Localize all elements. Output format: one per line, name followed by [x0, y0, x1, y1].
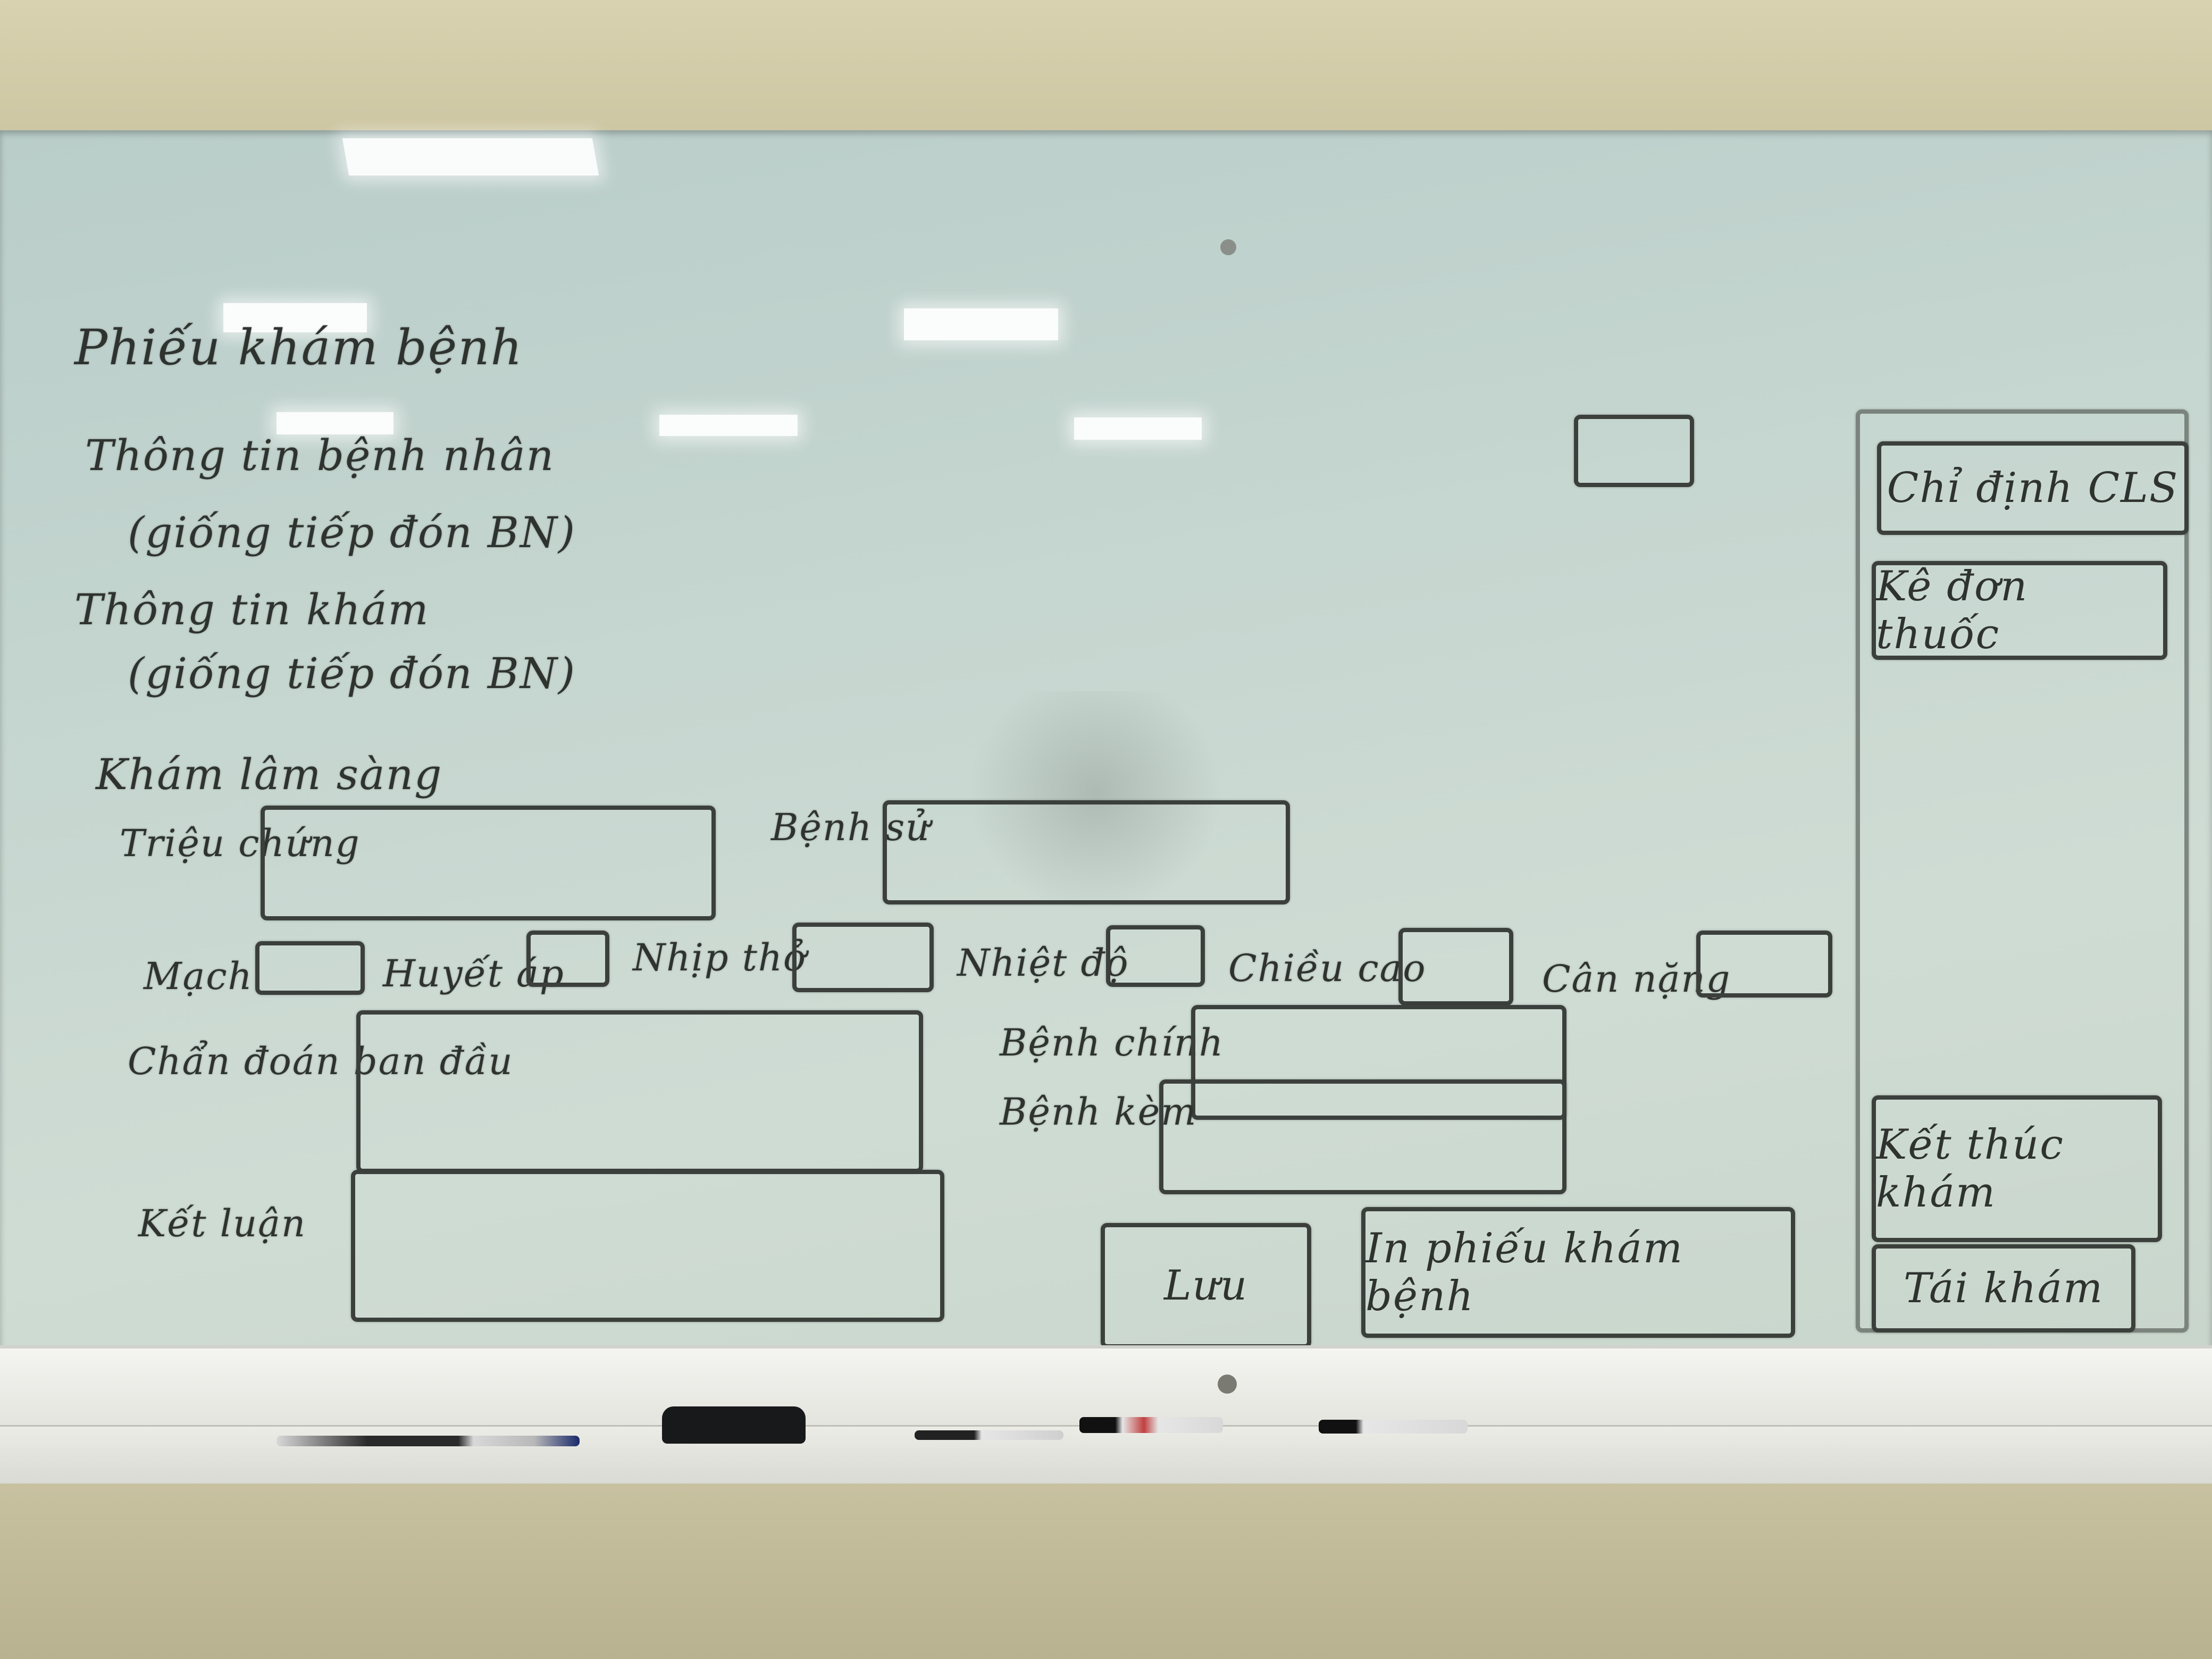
- ceiling-light-reflection: [342, 138, 599, 175]
- main-disease-field[interactable]: [1191, 1005, 1566, 1120]
- whiteboard: [0, 130, 2212, 1353]
- save-button[interactable]: Lưu: [1101, 1223, 1311, 1348]
- pulse-field[interactable]: [255, 941, 365, 995]
- order-tests-button-label: Chỉ định CLS: [1887, 464, 2179, 512]
- whiteboard-marker[interactable]: [1319, 1420, 1468, 1434]
- symptoms-field[interactable]: [261, 806, 716, 920]
- height-label: Chiều cao: [1228, 946, 1427, 990]
- follow-up-button[interactable]: Tái khám: [1872, 1244, 2135, 1333]
- end-exam-button-label: Kết thúc khám: [1876, 1121, 2064, 1217]
- clinical-exam-heading: Khám lâm sàng: [96, 750, 443, 799]
- ceiling-light-reflection: [223, 303, 367, 332]
- exam-info-note: (giống tiếp đón BN): [128, 649, 576, 698]
- exam-info-line: Thông tin khám: [74, 585, 430, 634]
- respiration-field[interactable]: [792, 923, 934, 992]
- follow-up-button-label: Tái khám: [1903, 1264, 2104, 1312]
- whiteboard-marker[interactable]: [915, 1430, 1063, 1440]
- whiteboard-marker[interactable]: [1079, 1417, 1223, 1433]
- small-icon-box[interactable]: [1574, 415, 1694, 487]
- ceiling-light-reflection: [904, 308, 1058, 340]
- symptoms-label: Triệu chứng: [120, 822, 361, 865]
- weight-field[interactable]: [1696, 931, 1832, 998]
- ceiling-light-reflection: [276, 412, 393, 434]
- temperature-label: Nhiệt độ: [957, 941, 1129, 985]
- order-tests-button[interactable]: Chỉ định CLS: [1877, 441, 2189, 535]
- conclusion-label: Kết luận: [138, 1202, 307, 1245]
- height-field[interactable]: [1398, 928, 1513, 1006]
- print-exam-form-button-label: In phiếu khám bệnh: [1365, 1225, 1683, 1320]
- comorbidity-field[interactable]: [1159, 1079, 1566, 1194]
- end-exam-button[interactable]: Kết thúc khám: [1872, 1095, 2162, 1242]
- patient-info-line: Thông tin bệnh nhân: [85, 431, 555, 480]
- history-label: Bệnh sử: [771, 806, 931, 849]
- temperature-field[interactable]: [1106, 925, 1205, 987]
- conclusion-field[interactable]: [351, 1170, 944, 1322]
- ceiling-light-reflection: [1074, 417, 1202, 440]
- wall-bottom: [0, 1484, 2212, 1659]
- history-field[interactable]: [883, 800, 1290, 904]
- save-button-label: Lưu: [1163, 1262, 1249, 1310]
- pulse-label: Mạch: [144, 954, 253, 998]
- whiteboard-marker[interactable]: [276, 1436, 580, 1446]
- blood-pressure-field[interactable]: [526, 931, 609, 987]
- board-magnet: [1220, 239, 1236, 255]
- prescribe-button[interactable]: Kê đơn thuốc: [1872, 561, 2167, 660]
- patient-info-note: (giống tiếp đón BN): [128, 508, 576, 557]
- frame-screw: [1218, 1375, 1237, 1394]
- prescribe-button-label: Kê đơn thuốc: [1876, 563, 2029, 658]
- initial-diagnosis-field[interactable]: [356, 1010, 923, 1173]
- initial-diagnosis-label: Chẩn đoán ban đầu: [128, 1040, 514, 1083]
- form-title: Phiếu khám bệnh: [74, 319, 523, 376]
- print-exam-form-button[interactable]: In phiếu khám bệnh: [1361, 1207, 1795, 1338]
- whiteboard-frame: [0, 1345, 2212, 1428]
- whiteboard-eraser[interactable]: [662, 1406, 806, 1444]
- ceiling-light-reflection: [659, 415, 798, 436]
- wall-top: [0, 0, 2212, 138]
- respiration-label: Nhịp thở: [633, 936, 807, 979]
- blood-pressure-label: Huyết áp: [383, 952, 565, 995]
- main-disease-label: Bệnh chính: [1000, 1021, 1225, 1065]
